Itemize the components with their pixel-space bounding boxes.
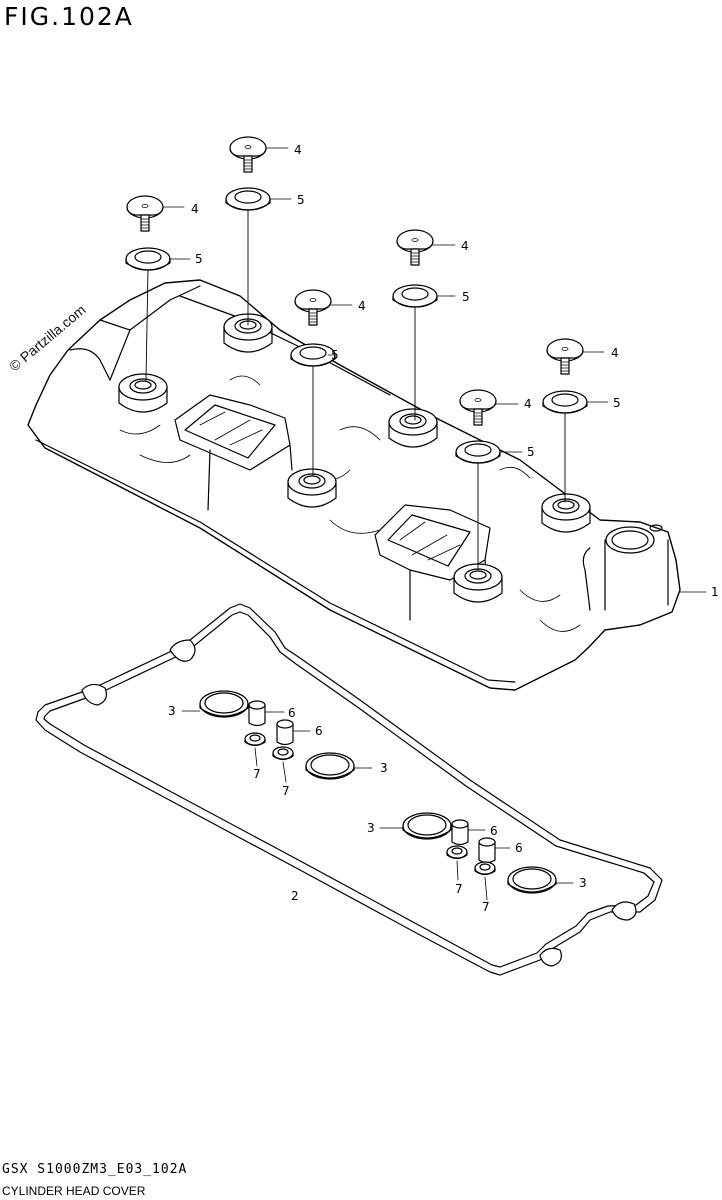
callout-6d: 6 <box>515 841 523 855</box>
callout-2: 2 <box>291 889 299 903</box>
callout-4a: 4 <box>191 202 199 216</box>
callout-7b: 7 <box>282 784 290 798</box>
callout-5d: 5 <box>462 290 470 304</box>
callout-5a: 5 <box>195 252 203 266</box>
callout-4d: 4 <box>461 239 469 253</box>
callout-1: 1 <box>711 585 719 599</box>
callout-leaders <box>162 147 707 901</box>
callout-3d: 3 <box>579 876 587 890</box>
callout-5c: 5 <box>331 348 339 362</box>
bolts-and-washers <box>125 136 588 571</box>
callout-3c: 3 <box>367 821 375 835</box>
callout-4b: 4 <box>294 143 302 157</box>
callout-4f: 4 <box>611 346 619 360</box>
callout-6b: 6 <box>315 724 323 738</box>
diagram-code: GSX S1000ZM3_E03_102A <box>2 1162 188 1177</box>
callout-7c: 7 <box>455 882 463 896</box>
callout-7d: 7 <box>482 900 490 914</box>
cylinder-head-cover <box>27 279 681 691</box>
callout-4c: 4 <box>358 299 366 313</box>
callout-5f: 5 <box>613 396 621 410</box>
figure-title: FIG.102A <box>4 2 134 31</box>
callout-3a: 3 <box>168 704 176 718</box>
callout-7a: 7 <box>253 767 261 781</box>
callout-4e: 4 <box>524 397 532 411</box>
callout-3b: 3 <box>380 761 388 775</box>
callout-5b: 5 <box>297 193 305 207</box>
diagram-caption: CYLINDER HEAD COVER <box>2 1184 146 1198</box>
cover-gasket <box>35 603 663 976</box>
callout-5e: 5 <box>527 445 535 459</box>
callout-6a: 6 <box>288 706 296 720</box>
callout-6c: 6 <box>490 824 498 838</box>
